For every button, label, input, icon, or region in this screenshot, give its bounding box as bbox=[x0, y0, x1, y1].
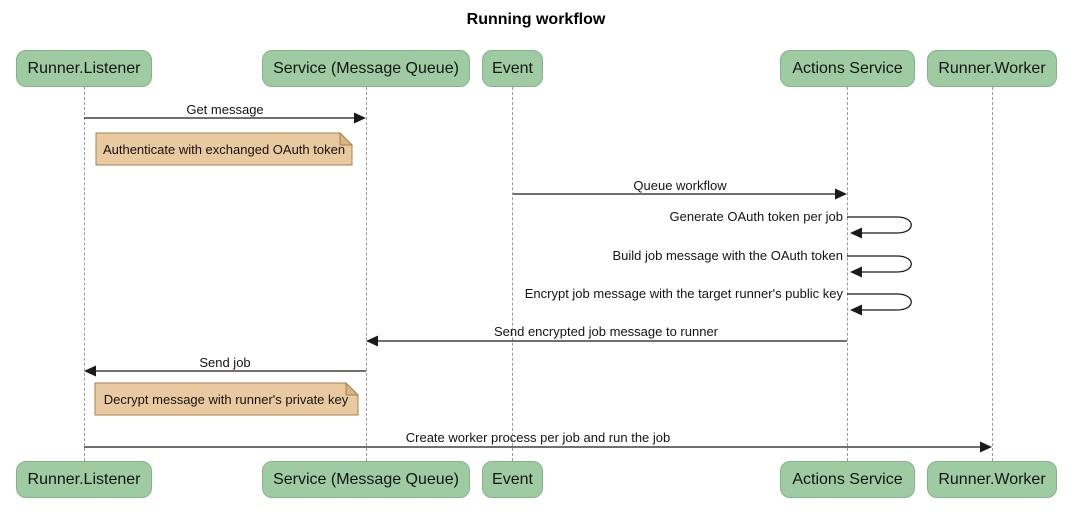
actor-top-event: Event bbox=[482, 50, 543, 87]
lifeline-event bbox=[512, 87, 513, 461]
actor-top-runner-listener: Runner.Listener bbox=[16, 50, 152, 87]
arrow-get-message bbox=[84, 112, 366, 124]
actor-bottom-runner-worker: Runner.Worker bbox=[927, 461, 1057, 498]
lifeline-runner-listener bbox=[84, 87, 85, 461]
lifeline-runner-worker bbox=[992, 87, 993, 461]
actor-bottom-runner-listener: Runner.Listener bbox=[16, 461, 152, 498]
actor-bottom-event: Event bbox=[482, 461, 543, 498]
note-authenticate-shape bbox=[95, 131, 354, 166]
message-label-send-job: Send job bbox=[199, 355, 251, 370]
note-authenticate-text: Authenticate with exchanged OAuth token bbox=[102, 142, 346, 157]
message-label-send-encrypted-job-message: Send encrypted job message to runner bbox=[493, 324, 719, 339]
message-label-get-message: Get message bbox=[186, 102, 264, 117]
actor-bottom-service-message-queue: Service (Message Queue) bbox=[262, 461, 470, 498]
self-loop-build-job-message bbox=[847, 255, 912, 278]
actor-bottom-actions-service: Actions Service bbox=[780, 461, 915, 498]
note-decrypt-text: Decrypt message with runner's private ke… bbox=[103, 392, 349, 407]
message-label-build-job-message: Build job message with the OAuth token bbox=[612, 248, 843, 263]
diagram-title: Running workflow bbox=[466, 11, 606, 28]
message-label-encrypt-job-message: Encrypt job message with the target runn… bbox=[524, 286, 843, 301]
actor-top-actions-service: Actions Service bbox=[780, 50, 915, 87]
message-label-queue-workflow: Queue workflow bbox=[633, 178, 727, 193]
actor-top-runner-worker: Runner.Worker bbox=[927, 50, 1057, 87]
lifeline-service-message-queue bbox=[366, 87, 367, 461]
actor-top-service-message-queue: Service (Message Queue) bbox=[262, 50, 470, 87]
self-loop-encrypt-job-message bbox=[847, 293, 912, 316]
arrow-send-job bbox=[84, 365, 366, 377]
lifeline-actions-service bbox=[847, 87, 848, 461]
note-decrypt-shape bbox=[94, 381, 360, 416]
message-label-generate-oauth-token: Generate OAuth token per job bbox=[669, 209, 843, 224]
self-loop-generate-oauth-token bbox=[847, 216, 912, 239]
arrow-queue-workflow bbox=[513, 188, 847, 200]
message-label-create-worker-process: Create worker process per job and run th… bbox=[405, 430, 671, 445]
arrow-send-encrypted-job-message bbox=[366, 335, 847, 347]
arrow-create-worker-process bbox=[84, 441, 992, 453]
